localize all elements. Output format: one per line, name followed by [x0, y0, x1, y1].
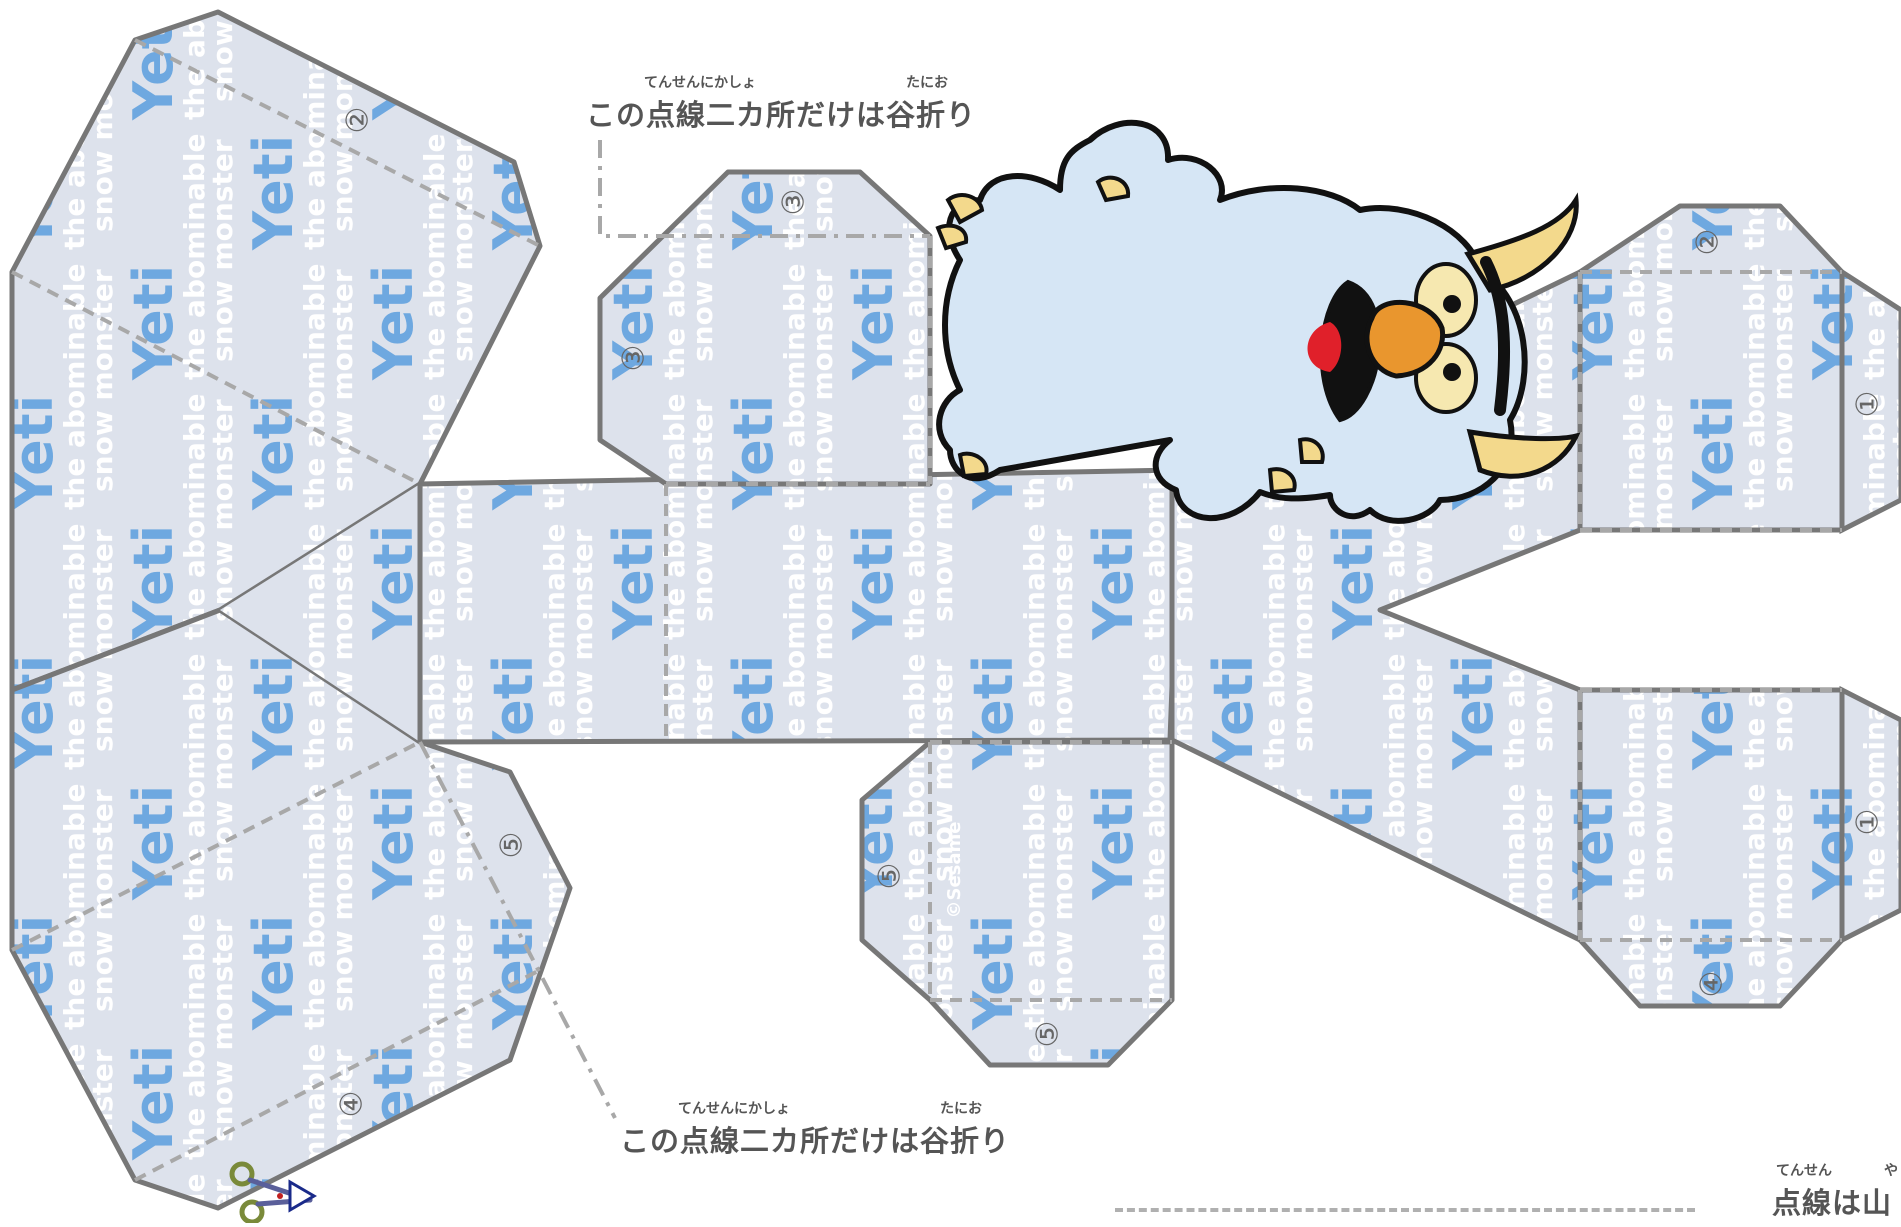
ruby-reading: てんせんにかしょ [678, 1101, 790, 1117]
yeti-brow [1480, 256, 1511, 416]
instruction-text: この点線二カ所だけは谷折り [620, 1124, 1011, 1158]
valley-fold-line [598, 140, 930, 238]
yeti-pupil [1443, 295, 1461, 313]
yeti-pupil [1443, 363, 1461, 381]
ruby-reading: たにお [940, 1101, 982, 1117]
yeti-fur-body [936, 119, 1528, 524]
yeti-nose [1364, 299, 1446, 379]
ruby-reading: たにお [906, 75, 948, 91]
right-tab-1-flap [1839, 267, 1901, 535]
mountain-fold-sample-line [1115, 1208, 1695, 1212]
right-lower-tab [1577, 687, 1845, 1009]
fold-line [11, 740, 421, 952]
yeti-character [935, 119, 1581, 524]
instruction-text: この点線二カ所だけは谷折り [586, 98, 977, 132]
left-panel-group [9, 9, 573, 1211]
left-center-band [220, 484, 420, 742]
valley-fold-note-bottom: てんせんにかしょ たにお この点線二カ所だけは谷折り [620, 1098, 1060, 1168]
yeti-right-horn [1466, 428, 1581, 479]
tab-number-2: ② [341, 107, 376, 134]
tab-number-4: ④ [1695, 971, 1730, 998]
valley-fold-line [418, 741, 617, 1119]
tab-number-1: ① [1851, 391, 1886, 418]
scissors-icon [229, 1161, 317, 1225]
tab-number-3: ③ [617, 345, 652, 372]
right-tab-1-flap-lower [1839, 685, 1901, 945]
fold-line [134, 38, 541, 248]
tab-number-5: ⑤ [495, 832, 530, 859]
fold-line [134, 968, 541, 1182]
body-band [417, 467, 1183, 745]
tab-number-1: ① [1851, 809, 1886, 836]
ruby-reading: てんせん [1776, 1163, 1832, 1179]
copyright-text: ©Sesame [944, 822, 965, 919]
fold-line [11, 270, 421, 486]
tab-number-5: ⑤ [1031, 1021, 1066, 1048]
tab-5-panel [859, 739, 1175, 1068]
tab-3-panel [597, 169, 933, 487]
valley-fold-note-top: てんせんにかしょ たにお この点線二カ所だけは谷折り [586, 72, 1026, 142]
mountain-fold-note: てんせん や 点線は山 [1772, 1160, 1901, 1223]
tab-number-5: ⑤ [873, 863, 908, 890]
valley-fold-lines [418, 140, 930, 1119]
fold-lines [11, 38, 1842, 1182]
ruby-reading: や [1884, 1163, 1898, 1179]
instruction-text: 点線は山 [1772, 1186, 1893, 1220]
tab-number-3: ③ [777, 189, 812, 216]
yeti-claws [935, 175, 1325, 495]
yeti-left-horn [1464, 192, 1579, 293]
tab-number-4: ④ [335, 1091, 370, 1118]
yeti-tongue [1307, 322, 1342, 372]
ruby-reading: てんせんにかしょ [644, 75, 756, 91]
tab-number-2: ② [1691, 229, 1726, 256]
